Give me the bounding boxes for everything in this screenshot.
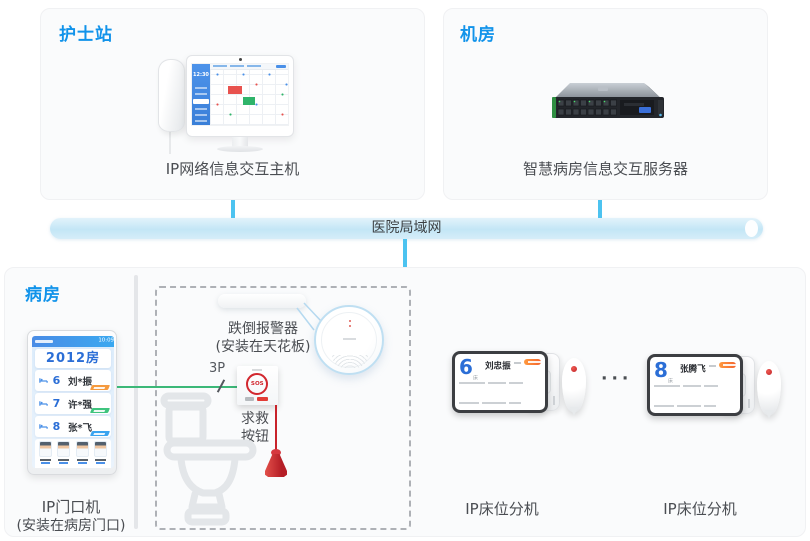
phone-cord [169, 132, 171, 154]
lan-connector-right [598, 200, 602, 218]
nurse-device-caption: IP网络信息交互主机 [165, 160, 300, 178]
nurse-station-title: 护士站 [59, 25, 113, 45]
staff-member [93, 441, 109, 468]
door-phone-caption-line2: (安装在病房门口) [16, 518, 126, 534]
bathroom-zone [155, 286, 411, 530]
lan-label: 医院局域网 [371, 220, 442, 236]
terminal-handset [757, 361, 781, 415]
patient-name: 刘*振 [68, 377, 92, 388]
sos-caption-line1: 求救 [241, 411, 269, 427]
bed-number: 6 [52, 374, 61, 387]
phone-handset-icon [158, 59, 185, 132]
lan-connector-down [403, 239, 407, 267]
door-phone-screen: 10:09 2012房 6 刘*振 7 许*强 8 张*飞 [32, 336, 114, 468]
bed-icon [39, 424, 48, 429]
bed-number-large: 6 [459, 355, 473, 379]
sos-button-panel: SOS [237, 366, 278, 405]
bed-row: 8 张*飞 [35, 416, 111, 437]
staff-card [35, 439, 111, 468]
interaction-host-monitor: 12:30 [186, 55, 294, 137]
door-phone-caption-line1: IP门口机 [41, 498, 101, 516]
pull-cord-handle [265, 454, 287, 477]
handset-call-button [765, 368, 773, 376]
pull-cord [275, 405, 277, 452]
staff-avatar [57, 441, 71, 457]
bed-number: 8 [52, 420, 61, 433]
monitor-sidebar: 12:30 [192, 64, 210, 125]
terminal-screen: 6 床 刘忠振 [452, 351, 548, 413]
pull-cord-knob [271, 449, 281, 456]
bed-row: 7 许*强 [35, 393, 111, 414]
fall-alarm-caption-line1: 跌倒报警器 [228, 321, 298, 337]
bed-terminal: 8 床 张腾飞 [647, 354, 787, 434]
staff-member [74, 441, 90, 468]
monitor-stand [232, 137, 248, 147]
staff-avatar [94, 441, 108, 457]
server-caption: 智慧病房信息交互服务器 [522, 160, 688, 178]
lan-connector-left [231, 200, 235, 218]
staff-member [37, 441, 53, 468]
hospital-logo-icon [35, 340, 53, 343]
ward-divider [134, 275, 138, 529]
bed-icon [39, 378, 48, 383]
bed-row: 6 刘*振 [35, 370, 111, 391]
bed-status-grid [210, 70, 288, 125]
camera-dot-icon [239, 58, 242, 61]
staff-member [56, 441, 72, 468]
green-wire [117, 386, 238, 388]
terminal-screen: 8 床 张腾飞 [647, 354, 743, 416]
server-illustration [552, 83, 664, 118]
patient-name: 刘忠振 [484, 361, 511, 372]
toilet-illustration [160, 392, 257, 526]
machine-room-title: 机房 [460, 25, 496, 45]
terminal-handset [562, 358, 586, 412]
lan-endcap [745, 220, 758, 237]
terminal-caption: IP床位分机 [663, 500, 737, 518]
machine-room-panel: 机房 [443, 8, 768, 200]
sos-panel-logo [252, 369, 262, 371]
monitor-base [217, 146, 263, 152]
bed-number-large: 8 [654, 358, 668, 382]
patient-name: 张腾飞 [679, 364, 706, 375]
fall-alarm-device [314, 305, 384, 375]
ward-title: 病房 [25, 285, 61, 305]
staff-avatar [75, 441, 89, 457]
sos-label: SOS [250, 380, 264, 388]
monitor-screen: 12:30 [191, 63, 289, 126]
handset-call-button [570, 365, 578, 373]
care-level-ribbon [89, 385, 111, 390]
patient-name: 许*强 [68, 400, 92, 411]
monitor-tab-bar [210, 64, 288, 70]
sos-call-key [257, 397, 268, 401]
patient-name: 张*飞 [68, 423, 92, 434]
monitor-clock: 12:30 [193, 72, 209, 78]
care-level-ribbon [89, 408, 111, 413]
staff-avatar [38, 441, 52, 457]
nurse-station-panel: 护士站 12:30 IP网络信息交互主机 [40, 8, 425, 200]
speaker-grille [332, 355, 368, 368]
care-level-tag [718, 362, 736, 368]
door-phone-device: 10:09 2012房 6 刘*振 7 许*强 8 张*飞 [27, 330, 117, 475]
fall-alarm-caption-line2: (安装在天花板) [215, 339, 311, 355]
more-terminals-ellipsis: ··· [601, 369, 633, 389]
bed-icon [39, 401, 48, 406]
terminal-caption: IP床位分机 [465, 500, 539, 518]
callout-lines [296, 302, 322, 331]
bed-terminal: 6 床 刘忠振 [452, 351, 592, 431]
care-level-tag [523, 359, 541, 365]
wire-label: 3P [208, 361, 226, 376]
door-phone-time: 10:09 [98, 337, 114, 344]
sos-reset-key [245, 397, 254, 401]
door-phone-header: 10:09 [32, 336, 114, 347]
bed-number: 7 [52, 397, 61, 410]
ceiling-panel [218, 294, 306, 308]
hospital-lan-bus: 医院局域网 [50, 218, 763, 239]
room-number-card: 2012房 [35, 349, 111, 368]
sos-ring: SOS [246, 373, 268, 395]
care-level-ribbon [89, 431, 111, 436]
